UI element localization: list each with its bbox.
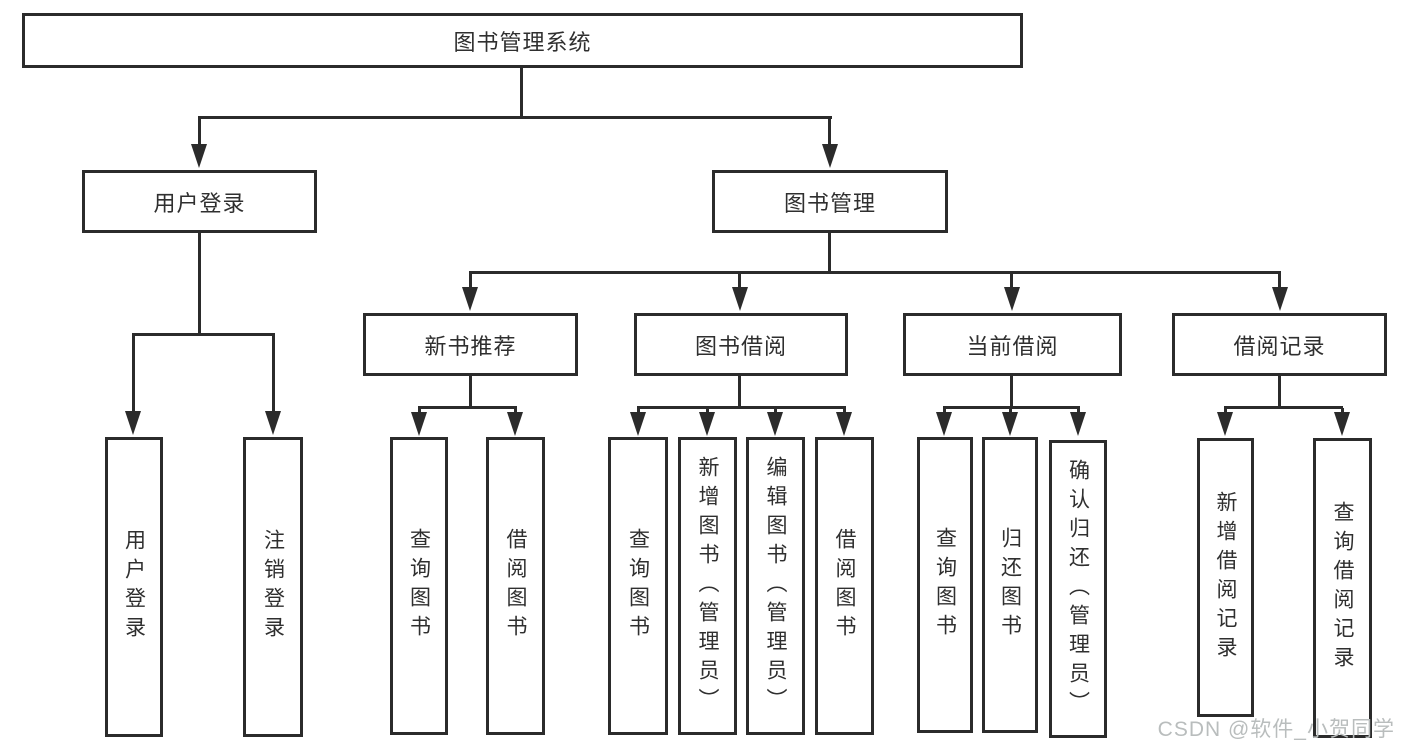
node-borrow-records-label: 借阅记录: [1233, 333, 1326, 359]
connector-line: [198, 118, 201, 148]
node-book-management: 图书管理: [712, 170, 948, 233]
connector-line: [1278, 273, 1281, 291]
connector-line: [198, 233, 201, 334]
arrow-down-icon: [507, 412, 523, 436]
arrow-down-icon: [125, 411, 141, 435]
leaf-records-add-record: 新增借阅记录: [1197, 438, 1254, 717]
arrow-down-icon: [936, 412, 952, 436]
leaf-label: 编辑图书（管理员）: [764, 455, 788, 717]
node-root: 图书管理系统: [22, 13, 1023, 68]
leaf-current-confirm-return: 确认归还（管理员）: [1049, 440, 1107, 738]
leaf-borrow-query-books: 查询图书: [608, 437, 668, 735]
watermark: CSDN @软件_小贺同学: [1157, 718, 1395, 741]
connector-line: [828, 118, 831, 148]
node-borrow-records: 借阅记录: [1172, 313, 1387, 376]
connector-line: [1010, 273, 1013, 291]
connector-line: [469, 375, 472, 408]
arrow-down-icon: [1334, 412, 1350, 436]
connector-line: [1010, 375, 1013, 408]
arrow-down-icon: [462, 287, 478, 311]
arrow-down-icon: [1070, 412, 1086, 436]
leaf-label: 新增图书（管理员）: [696, 455, 720, 717]
node-new-book-recommend: 新书推荐: [363, 313, 578, 376]
connector-line: [469, 271, 1281, 274]
arrow-down-icon: [836, 412, 852, 436]
connector-line: [520, 68, 523, 118]
arrow-down-icon: [1272, 287, 1288, 311]
leaf-label: 借阅图书: [833, 528, 857, 644]
node-current-borrow-label: 当前借阅: [966, 333, 1059, 359]
arrow-down-icon: [630, 412, 646, 436]
leaf-label: 借阅图书: [504, 528, 528, 644]
leaf-borrow-borrow-books: 借阅图书: [815, 437, 874, 735]
node-new-book-recommend-label: 新书推荐: [424, 333, 517, 359]
node-book-borrow-label: 图书借阅: [694, 333, 787, 359]
node-book-management-label: 图书管理: [783, 190, 876, 216]
leaf-recommend-query-books: 查询图书: [390, 437, 448, 735]
arrow-down-icon: [767, 412, 783, 436]
arrow-down-icon: [1217, 412, 1233, 436]
connector-line: [1278, 375, 1281, 408]
leaf-label: 确认归还（管理员）: [1066, 458, 1090, 720]
leaf-label: 用户登录: [122, 529, 146, 645]
leaf-current-query-books: 查询图书: [917, 437, 973, 733]
connector-line: [637, 406, 846, 409]
connector-line: [738, 273, 741, 291]
leaf-label: 查询图书: [933, 527, 957, 643]
node-user-login-label: 用户登录: [153, 190, 246, 216]
arrow-down-icon: [191, 144, 207, 168]
leaf-borrow-edit-books: 编辑图书（管理员）: [746, 437, 805, 735]
arrow-down-icon: [699, 412, 715, 436]
arrow-down-icon: [1004, 287, 1020, 311]
connector-line: [1224, 406, 1343, 409]
connector-line: [132, 333, 275, 336]
leaf-login-user-login: 用户登录: [105, 437, 163, 737]
leaf-label: 查询借阅记录: [1331, 501, 1355, 675]
leaf-login-logout: 注销登录: [243, 437, 303, 737]
arrow-down-icon: [822, 144, 838, 168]
leaf-records-query-record: 查询借阅记录: [1313, 438, 1372, 738]
arrow-down-icon: [411, 412, 427, 436]
leaf-label: 查询图书: [407, 528, 431, 644]
leaf-borrow-add-books: 新增图书（管理员）: [678, 437, 737, 735]
node-user-login: 用户登录: [82, 170, 317, 233]
connector-line: [272, 335, 275, 413]
connector-line: [469, 273, 472, 291]
leaf-label: 新增借阅记录: [1214, 490, 1238, 665]
leaf-label: 注销登录: [261, 529, 285, 645]
connector-line: [828, 233, 831, 273]
node-book-borrow: 图书借阅: [634, 313, 848, 376]
arrow-down-icon: [265, 411, 281, 435]
connector-line: [198, 116, 832, 119]
node-current-borrow: 当前借阅: [903, 313, 1122, 376]
node-root-label: 图书管理系统: [453, 29, 592, 55]
leaf-label: 归还图书: [998, 527, 1022, 643]
leaf-current-return-books: 归还图书: [982, 437, 1038, 733]
leaf-recommend-borrow-books: 借阅图书: [486, 437, 545, 735]
connector-line: [738, 375, 741, 408]
connector-line: [943, 406, 1080, 409]
arrow-down-icon: [732, 287, 748, 311]
connector-line: [132, 335, 135, 413]
leaf-label: 查询图书: [626, 528, 650, 644]
arrow-down-icon: [1002, 412, 1018, 436]
connector-line: [418, 406, 517, 409]
